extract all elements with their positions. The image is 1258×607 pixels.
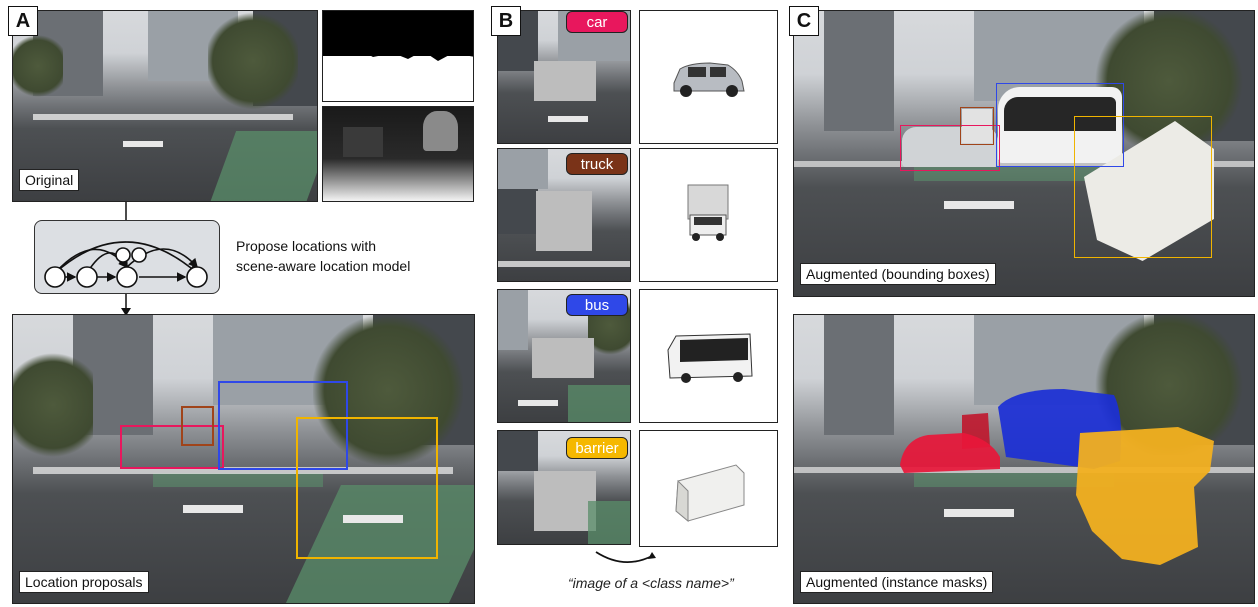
proposal-box-car xyxy=(120,425,224,469)
instance-masks xyxy=(900,389,1214,565)
original-photo: Original xyxy=(12,10,318,202)
generated-object-barrier xyxy=(639,430,778,547)
augmented-mask-label: Augmented (instance masks) xyxy=(800,571,994,593)
curved-arrow-icon xyxy=(595,551,656,563)
model-description-line2: scene-aware location model xyxy=(236,258,411,274)
location-model-graph xyxy=(34,220,220,294)
class-badge-car: car xyxy=(566,11,628,33)
original-label: Original xyxy=(19,169,80,191)
depth-map xyxy=(322,106,474,202)
location-proposals-label: Location proposals xyxy=(19,571,149,593)
class-badge-bus: bus xyxy=(566,294,628,316)
class-badge-barrier: barrier xyxy=(566,437,628,459)
location-proposals-photo: Location proposals xyxy=(12,314,475,604)
car-image-icon xyxy=(673,62,745,97)
prompt-caption: “image of a <class name>” xyxy=(568,575,734,591)
bbox-barrier xyxy=(1074,116,1212,258)
segmentation-mask xyxy=(322,10,474,102)
proposal-box-bus xyxy=(218,381,348,470)
generated-object-bus xyxy=(639,289,778,423)
augmented-mask-photo: Augmented (instance masks) xyxy=(793,314,1255,604)
panel-a-letter: A xyxy=(8,6,38,36)
model-description-line1: Propose locations with xyxy=(236,238,377,254)
mask-barrier xyxy=(1076,427,1214,565)
panel-b-letter: B xyxy=(491,6,521,36)
generated-object-truck xyxy=(639,148,778,282)
class-badge-truck: truck xyxy=(566,153,628,175)
bbox-car xyxy=(900,125,1000,171)
bbox-bus xyxy=(996,83,1124,167)
panel-c-letter: C xyxy=(789,6,819,36)
bbox-truck xyxy=(960,107,994,145)
bus-image-icon xyxy=(667,333,753,383)
augmented-bbox-photo: Augmented (bounding boxes) xyxy=(793,10,1255,297)
graph-icon xyxy=(44,241,208,288)
augmented-bbox-label: Augmented (bounding boxes) xyxy=(800,263,996,285)
mask-car xyxy=(900,433,1000,473)
truck-image-icon xyxy=(687,184,729,241)
proposal-box-barrier xyxy=(296,417,438,559)
barrier-image-icon xyxy=(675,464,745,523)
proposal-box-truck xyxy=(181,406,214,446)
generated-object-car xyxy=(639,10,778,144)
masked-scene-bus xyxy=(497,289,631,423)
